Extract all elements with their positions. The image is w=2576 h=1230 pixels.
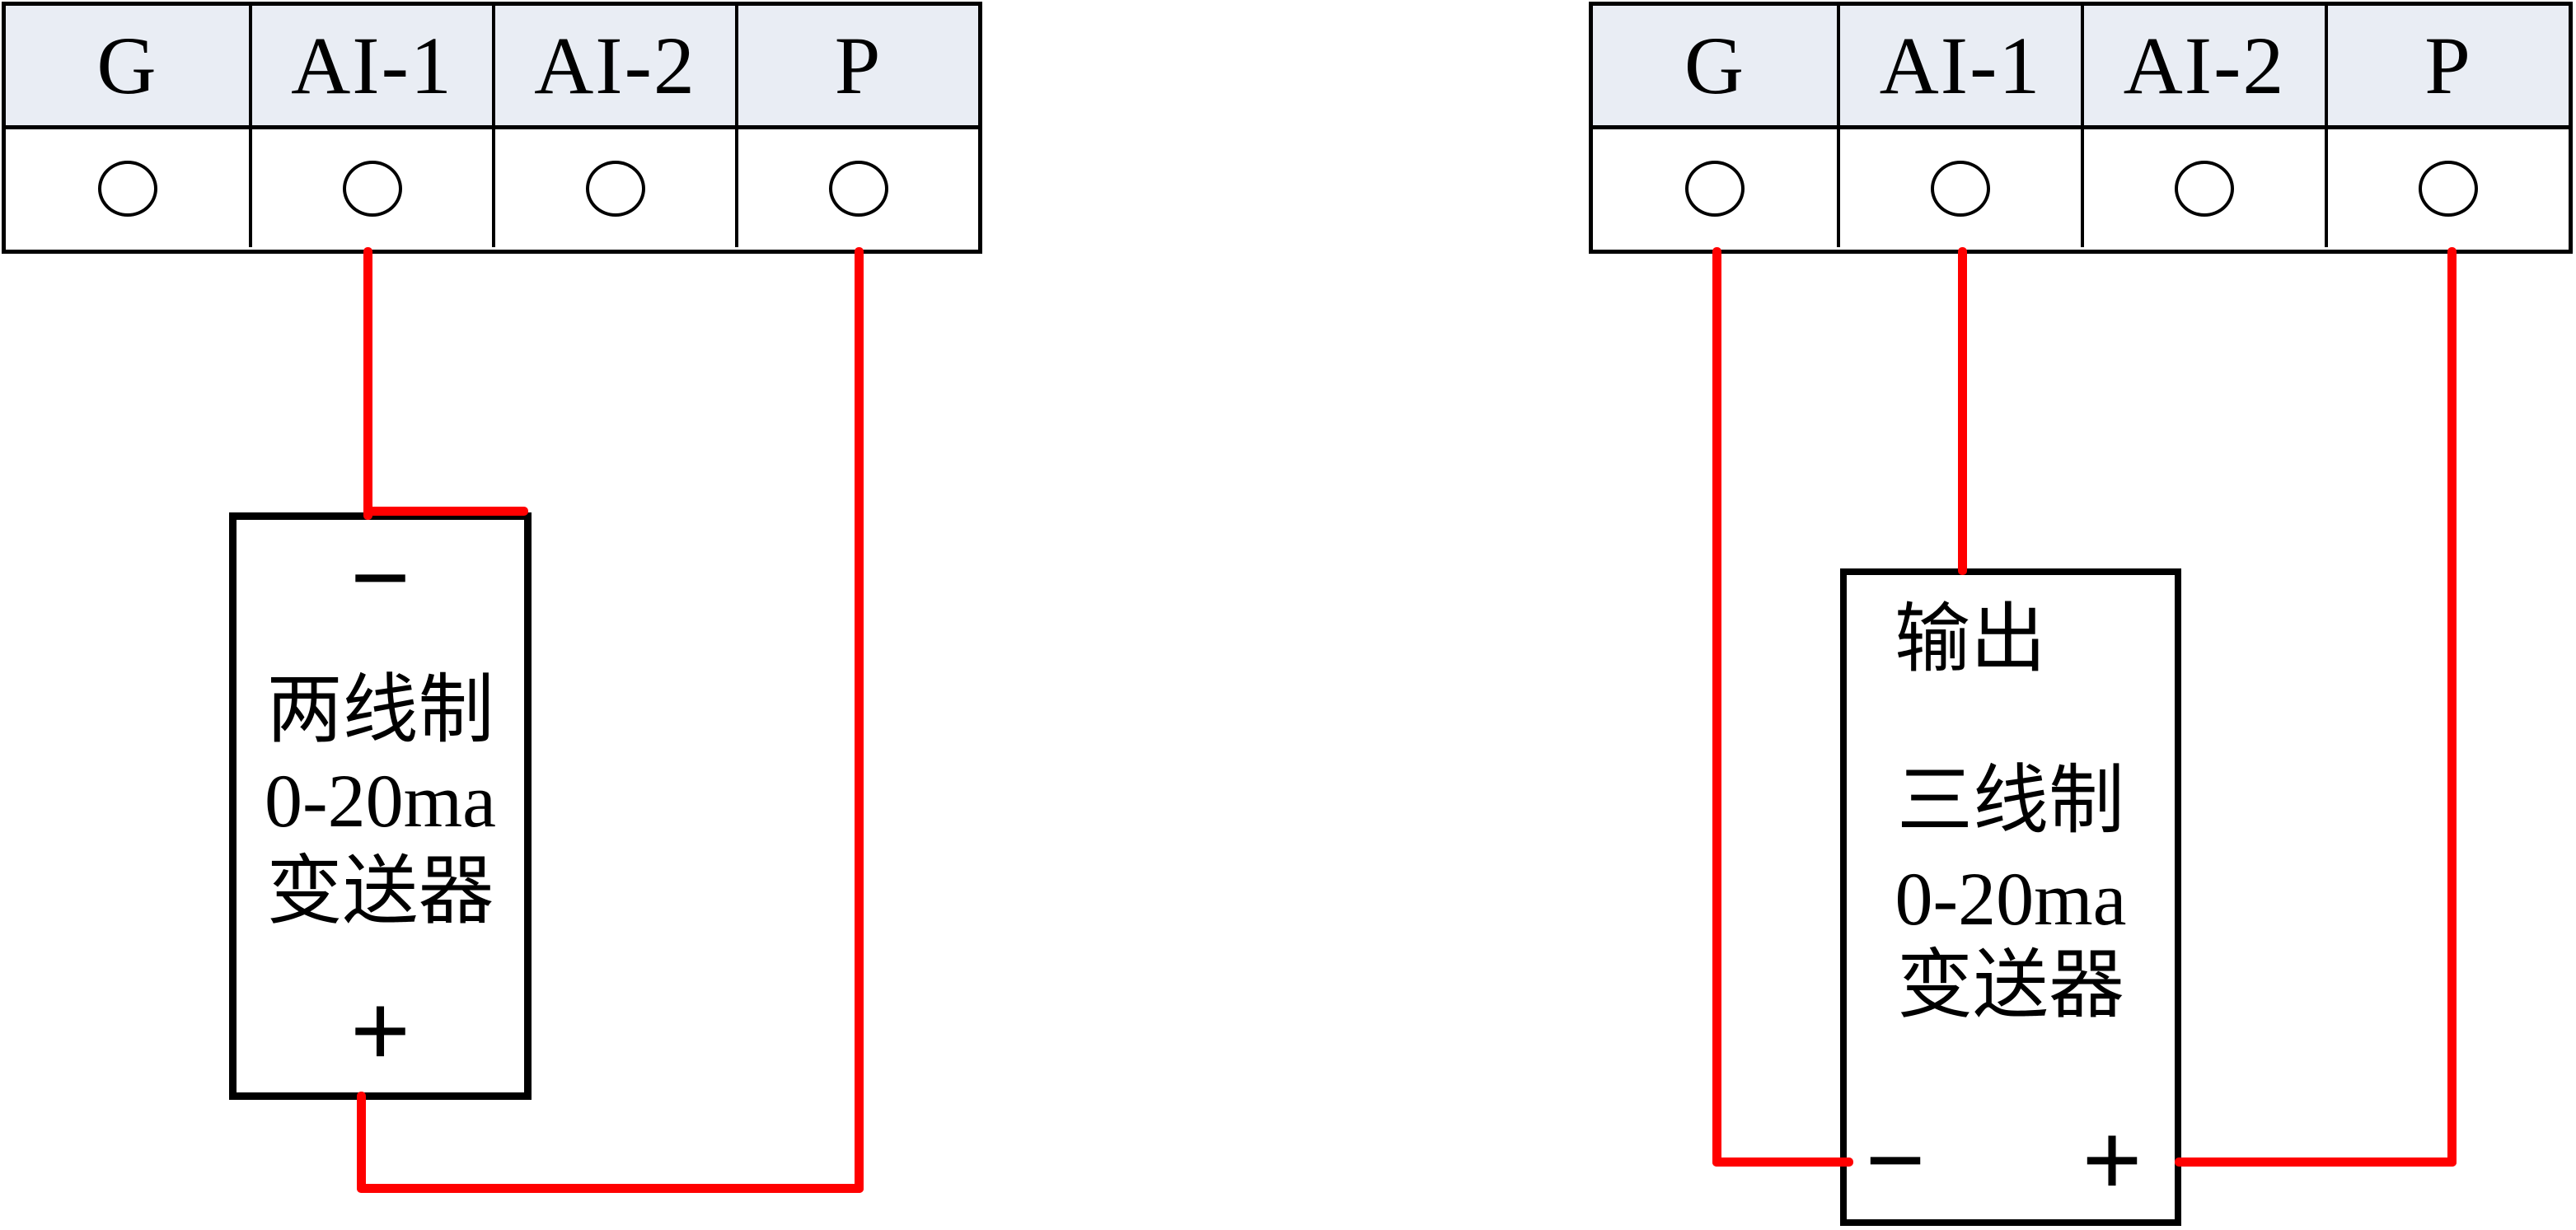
- terminal-circle-p: [828, 160, 888, 217]
- device-text-line: 0-20ma: [264, 759, 497, 843]
- terminal-header-row-right: G AI-1 AI-2 P: [1593, 6, 2569, 129]
- device-text-line: 变送器: [266, 849, 494, 933]
- header-cell-ai2: AI-2: [492, 6, 735, 125]
- terminal-slot-row-right: [1593, 129, 2569, 247]
- slot-cell-g: [1593, 129, 1837, 247]
- wire-ai1-to-device-output: [1958, 247, 1967, 575]
- wire-g-vertical: [1712, 247, 1721, 1167]
- polarity-minus: −: [349, 519, 411, 638]
- terminal-block-right: G AI-1 AI-2 P: [1589, 2, 2573, 254]
- slot-cell-ai1: [1837, 129, 2081, 247]
- device-text-line: 两线制: [266, 668, 494, 752]
- device-text-line: 变送器: [1896, 943, 2124, 1027]
- wire-p-vertical: [2447, 247, 2457, 1167]
- header-cell-g: G: [6, 6, 249, 125]
- terminal-label-g: G: [96, 20, 158, 111]
- wire-device-bottom-drop: [357, 1092, 366, 1192]
- terminal-label-g: G: [1684, 20, 1746, 111]
- header-cell-ai1: AI-1: [1837, 6, 2081, 125]
- wire-p-vertical: [855, 247, 864, 1193]
- header-cell-ai2: AI-2: [2081, 6, 2325, 125]
- header-cell-ai1: AI-1: [249, 6, 492, 125]
- terminal-header-row-left: G AI-1 AI-2 P: [6, 6, 978, 129]
- header-cell-p: P: [2325, 6, 2569, 125]
- slot-cell-p: [2325, 129, 2569, 247]
- terminal-label-ai2: AI-2: [2123, 20, 2286, 111]
- terminal-label-ai1: AI-1: [1879, 20, 2042, 111]
- wire-device-top-edge-segment: [363, 507, 528, 516]
- slot-cell-p: [735, 129, 978, 247]
- terminal-label-p: P: [2424, 20, 2472, 111]
- polarity-plus: +: [349, 972, 411, 1091]
- terminal-label-p: P: [834, 20, 883, 111]
- terminal-circle-ai1: [342, 160, 402, 217]
- polarity-minus: −: [1864, 1101, 1927, 1220]
- wire-ai1-to-device-top: [363, 247, 372, 520]
- device-output-label: 输出: [1895, 597, 2047, 681]
- device-text-line: 三线制: [1896, 759, 2124, 843]
- slot-cell-g: [6, 129, 249, 247]
- terminal-circle-ai1: [1931, 160, 1990, 217]
- terminal-slot-row-left: [6, 129, 978, 247]
- transmitter-box-two-wire: − 两线制 0-20ma 变送器 +: [229, 512, 532, 1100]
- transmitter-box-three-wire: 输出 三线制 0-20ma 变送器 − +: [1840, 568, 2181, 1226]
- terminal-circle-p: [2419, 160, 2478, 217]
- wire-p-to-device-plus: [2175, 1158, 2457, 1167]
- terminal-circle-ai2: [2175, 160, 2234, 217]
- terminal-label-ai1: AI-1: [291, 20, 453, 111]
- header-cell-p: P: [735, 6, 978, 125]
- polarity-plus: +: [2081, 1101, 2143, 1220]
- slot-cell-ai1: [249, 129, 492, 247]
- terminal-circle-g: [1685, 160, 1745, 217]
- terminal-circle-ai2: [585, 160, 645, 217]
- header-cell-g: G: [1593, 6, 1837, 125]
- terminal-block-left: G AI-1 AI-2 P: [2, 2, 982, 254]
- terminal-label-ai2: AI-2: [534, 20, 696, 111]
- device-text-line: 0-20ma: [1895, 857, 2127, 941]
- wire-bottom-run-to-p: [357, 1184, 864, 1193]
- slot-cell-ai2: [492, 129, 735, 247]
- wire-g-to-device-minus: [1712, 1158, 1853, 1167]
- slot-cell-ai2: [2081, 129, 2325, 247]
- terminal-circle-g: [97, 160, 157, 217]
